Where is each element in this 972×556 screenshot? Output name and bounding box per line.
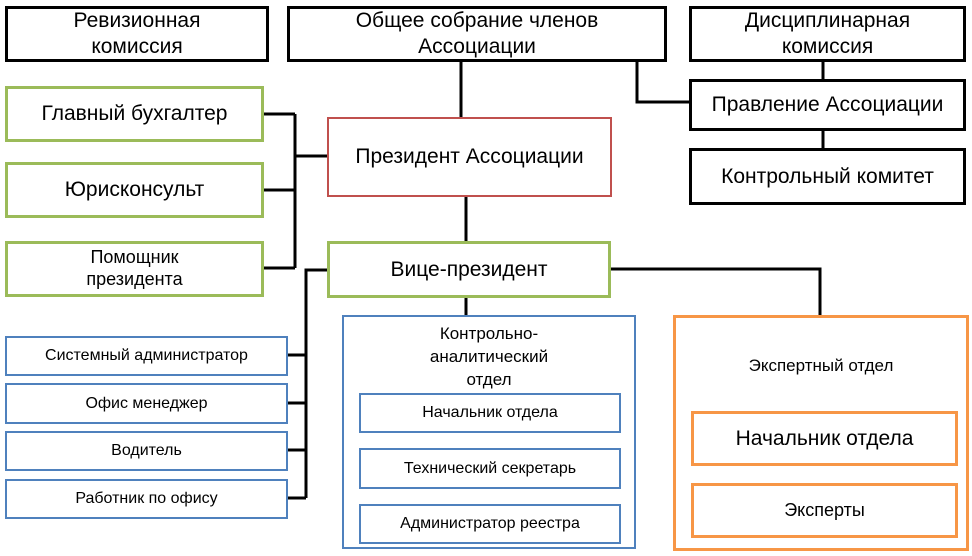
president-label: Президент Ассоциации xyxy=(355,145,584,169)
control-committee-box: Контрольный комитет xyxy=(689,148,966,205)
expert-dept-title: Экспертный отдел xyxy=(748,356,894,375)
disciplinary-commission-box: Дисциплинарная комиссия xyxy=(689,6,966,62)
president-box: Президент Ассоциации xyxy=(327,117,612,197)
board-label: Правление Ассоциации xyxy=(711,93,944,117)
experts-label: Эксперты xyxy=(784,499,865,520)
expert-dept-head-label: Начальник отдела xyxy=(735,426,914,450)
revision-commission-box: Ревизионная комиссия xyxy=(5,6,269,62)
sysadmin-box: Системный администратор xyxy=(5,336,288,376)
president-assistant-box: Помощник президента xyxy=(5,241,264,297)
control-dept-head-box: Начальник отдела xyxy=(359,393,621,433)
control-analytical-department: Контрольно-аналитический отдел Начальник… xyxy=(342,315,636,549)
control-committee-label: Контрольный комитет xyxy=(721,164,934,188)
tech-secretary-label: Технический секретарь xyxy=(403,459,577,477)
registry-admin-box: Администратор реестра xyxy=(359,504,621,544)
tech-secretary-box: Технический секретарь xyxy=(359,448,621,489)
sysadmin-label: Системный администратор xyxy=(45,347,248,365)
legal-counsel-label: Юрисконсульт xyxy=(64,178,205,202)
control-dept-head-label: Начальник отдела xyxy=(422,404,558,422)
general-assembly-box: Общее собрание членов Ассоциации xyxy=(287,6,667,62)
board-box: Правление Ассоциации xyxy=(689,79,966,131)
office-worker-label: Работник по офису xyxy=(75,490,218,508)
office-worker-box: Работник по офису xyxy=(5,479,288,519)
revision-commission-label: Ревизионная комиссия xyxy=(73,9,201,58)
registry-admin-label: Администратор реестра xyxy=(400,515,580,533)
chief-accountant-label: Главный бухгалтер xyxy=(41,102,228,126)
vice-president-box: Вице-президент xyxy=(327,241,611,298)
office-manager-box: Офис менеджер xyxy=(5,383,288,424)
disciplinary-commission-label: Дисциплинарная комиссия xyxy=(744,9,911,58)
control-analytical-title: Контрольно-аналитический отдел xyxy=(429,324,549,389)
general-assembly-label: Общее собрание членов Ассоциации xyxy=(355,9,599,58)
office-manager-label: Офис менеджер xyxy=(85,394,208,412)
chief-accountant-box: Главный бухгалтер xyxy=(5,86,264,142)
vice-president-label: Вице-президент xyxy=(390,257,548,281)
legal-counsel-box: Юрисконсульт xyxy=(5,162,264,218)
expert-dept-head-box: Начальник отдела xyxy=(691,411,958,466)
driver-box: Водитель xyxy=(5,431,288,471)
driver-label: Водитель xyxy=(111,442,182,460)
expert-department: Экспертный отдел Начальник отдела Экспер… xyxy=(673,315,969,551)
president-assistant-label: Помощник президента xyxy=(86,247,183,289)
experts-box: Эксперты xyxy=(691,483,958,538)
